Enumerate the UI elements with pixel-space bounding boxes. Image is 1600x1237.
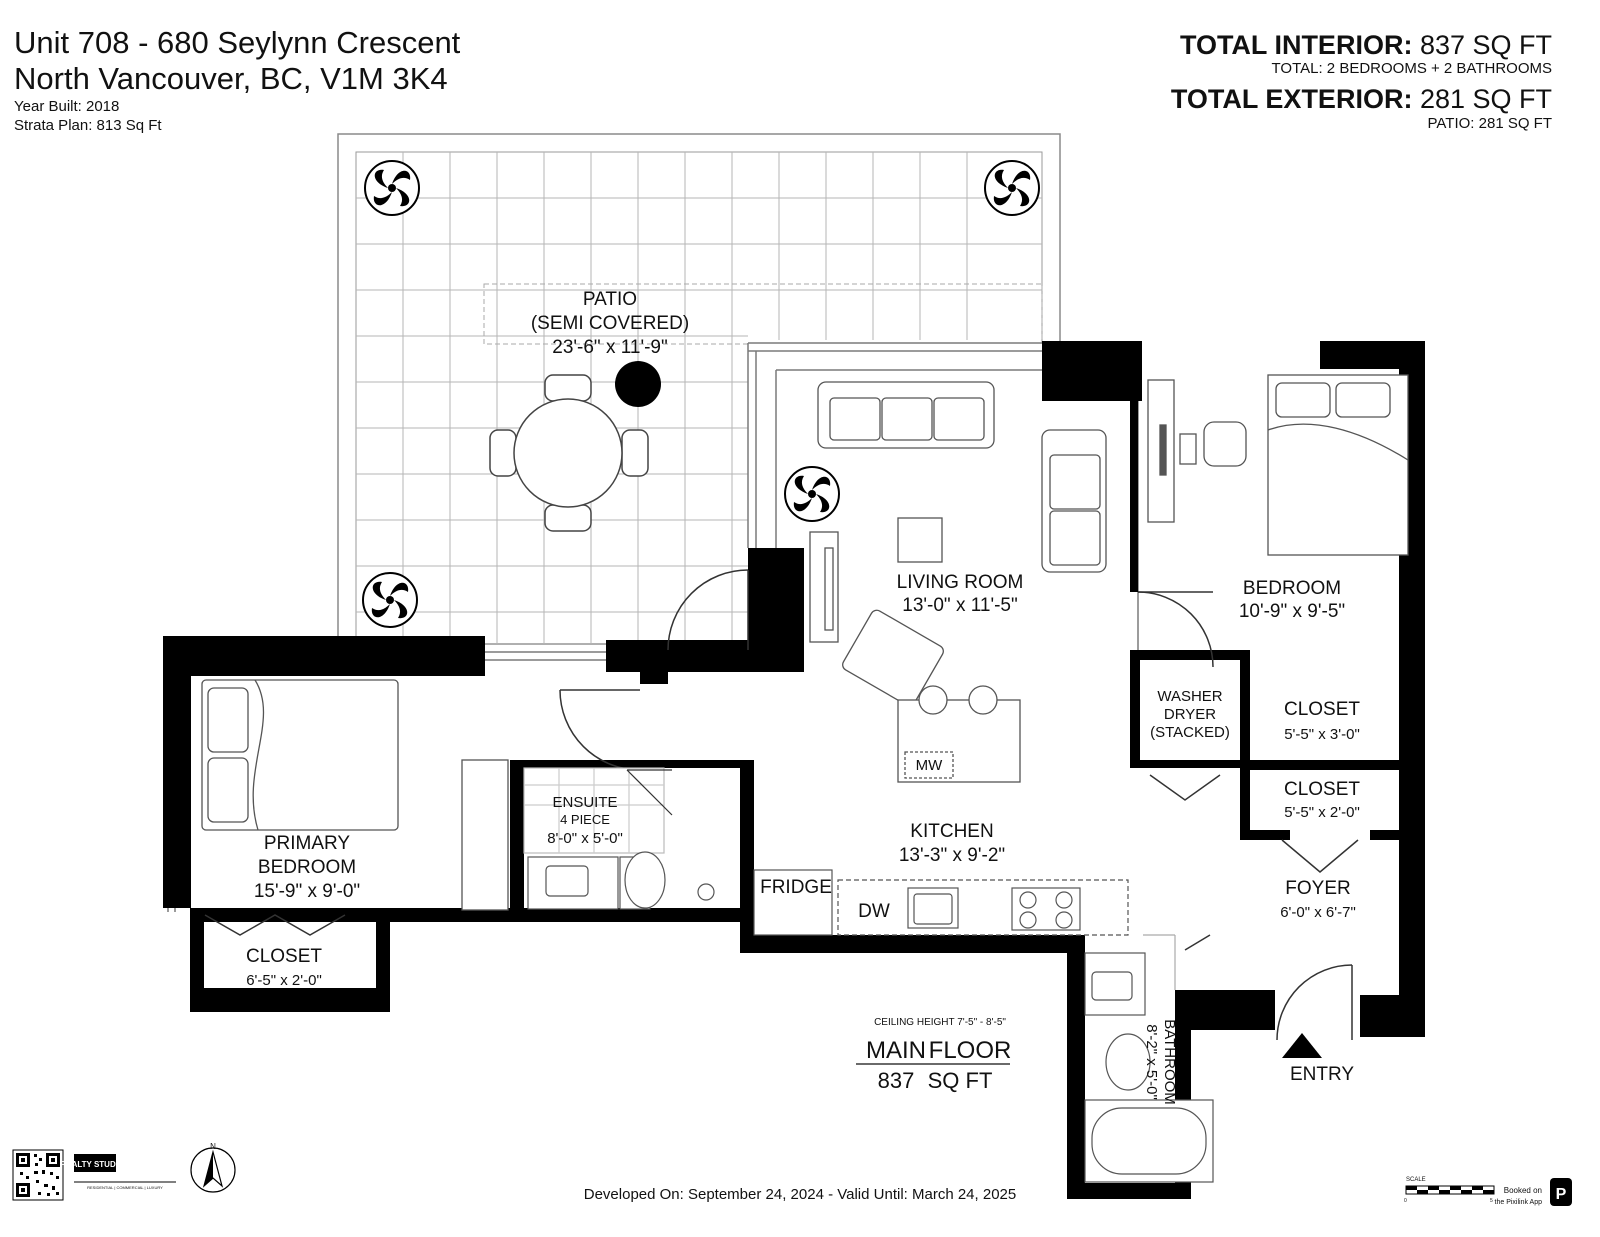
patio-size: 23'-6" x 11'-9" [552, 337, 667, 358]
scale-zero: 0 [1404, 1198, 1407, 1204]
microwave-label: MW [916, 757, 943, 774]
ceiling-fan-icon [784, 466, 840, 522]
living-furniture [809, 381, 1107, 783]
pixilink-badge: Booked on the Pixilink App P [1495, 1178, 1572, 1206]
kitchen-size: 13'-3" x 9'-2" [899, 845, 1005, 866]
qr-code [12, 1149, 64, 1201]
primary-bedroom-label-2: BEDROOM [258, 857, 356, 878]
bedroom-label: BEDROOM [1243, 578, 1341, 599]
scale-bar: SCALE 0 5 [1404, 1177, 1495, 1204]
living-room-size: 13'-0" x 11'-5" [902, 595, 1017, 616]
entry-label: ENTRY [1290, 1064, 1354, 1085]
dishwasher-label: DW [858, 901, 890, 922]
total-exterior-label: TOTAL EXTERIOR: [1170, 84, 1413, 114]
ensuite-note: 4 PIECE [560, 812, 610, 827]
brand-tag: RESIDENTIAL | COMMERCIAL | LUXURY [87, 1185, 163, 1190]
entry-arrow-icon [1282, 1033, 1322, 1058]
bedroom-size: 10'-9" x 9'-5" [1239, 601, 1345, 622]
total-interior-label: TOTAL INTERIOR: [1179, 30, 1413, 60]
realty-studios-logo: REALTY STUDIOS RESIDENTIAL | COMMERCIAL … [60, 1154, 176, 1190]
closet-primary-size: 6'-5" x 2'-0" [246, 972, 322, 989]
walls [163, 341, 1425, 1199]
kitchen-label: KITCHEN [910, 821, 993, 842]
patio-note: (SEMI COVERED) [531, 313, 689, 334]
patio-planter [615, 361, 661, 407]
booked-line-1: Booked on [1504, 1186, 1542, 1195]
ceiling-fan-icon [364, 160, 420, 216]
address-line-2: North Vancouver, BC, V1M 3K4 [14, 61, 448, 96]
main-floor-area-unit: SQ FT [928, 1068, 993, 1093]
bathroom-label: BATHROOM [1161, 1019, 1178, 1105]
washer-label-1: WASHER [1157, 688, 1222, 705]
ensuite-fixtures [523, 767, 715, 910]
total-interior: TOTAL INTERIOR: 837 SQ FT [1180, 30, 1552, 60]
primary-bedroom-furniture [201, 679, 509, 911]
bathroom-size: 8'-2" x 5'-0" [1143, 1024, 1160, 1100]
total-exterior: TOTAL EXTERIOR: 281 SQ FT [1171, 84, 1552, 114]
patio-table-set [489, 374, 649, 532]
main-floor-label-2: FLOOR [929, 1037, 1012, 1064]
scale-five: 5 [1490, 1198, 1493, 1204]
rooms-summary: TOTAL: 2 BEDROOMS + 2 BATHROOMS [1271, 60, 1552, 77]
closet-foyer-size: 5'-5" x 2'-0" [1284, 804, 1360, 821]
ensuite-label: ENSUITE [552, 794, 617, 811]
closet-foyer-label: CLOSET [1284, 779, 1360, 800]
booked-line-2: the Pixilink App [1495, 1199, 1543, 1206]
ensuite-size: 8'-0" x 5'-0" [547, 830, 623, 847]
fridge-label: FRIDGE [760, 877, 832, 898]
year-built: Year Built: 2018 [14, 98, 120, 115]
address-line-1: Unit 708 - 680 Seylynn Crescent [14, 25, 461, 60]
main-floor-area-num: 837 [878, 1068, 915, 1093]
patio-label: PATIO [583, 289, 637, 310]
north-arrow-icon: N [190, 1142, 236, 1193]
main-floor-label-1: MAIN [866, 1037, 926, 1064]
bathroom-fixtures [1084, 934, 1214, 1183]
foyer-label: FOYER [1285, 878, 1350, 899]
closet-bedroom-size: 5'-5" x 3'-0" [1284, 726, 1360, 743]
washer-label-2: DRYER [1164, 706, 1216, 723]
bedroom-furniture [1147, 374, 1409, 556]
primary-bedroom-label-1: PRIMARY [264, 833, 351, 854]
washer-label-3: (STACKED) [1150, 724, 1230, 741]
scale-label: SCALE [1406, 1177, 1426, 1183]
room-labels: PATIO (SEMI COVERED) 23'-6" x 11'-9" LIV… [246, 289, 1360, 1105]
closet-bedroom-label: CLOSET [1284, 699, 1360, 720]
primary-bedroom-size: 15'-9" x 9'-0" [254, 881, 360, 902]
brand-realty: REALTY STUDIOS [60, 1160, 130, 1169]
strata-plan: Strata Plan: 813 Sq Ft [14, 117, 162, 134]
ceiling-fan-icon [984, 160, 1040, 216]
closet-primary-label: CLOSET [246, 946, 322, 967]
foyer-size: 6'-0" x 6'-7" [1280, 904, 1356, 921]
total-interior-value: 837 SQ FT [1419, 30, 1552, 60]
ceiling-height: CEILING HEIGHT 7'-5" - 8'-5" [874, 1017, 1006, 1028]
living-room-label: LIVING ROOM [897, 572, 1024, 593]
patio-summary: PATIO: 281 SQ FT [1427, 115, 1552, 132]
pixilink-icon: P [1556, 1186, 1567, 1203]
ceiling-fan-icon [362, 572, 418, 628]
north-letter: N [210, 1142, 216, 1151]
developed-date: Developed On: September 24, 2024 - Valid… [583, 1186, 1017, 1203]
kitchen-counter [753, 869, 1129, 936]
total-exterior-value: 281 SQ FT [1419, 84, 1552, 114]
